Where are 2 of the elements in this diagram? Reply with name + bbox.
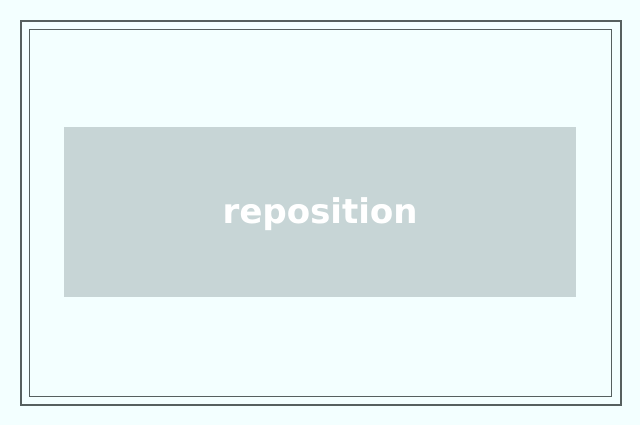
box-label: reposition [222,192,418,232]
process-box [64,127,576,297]
